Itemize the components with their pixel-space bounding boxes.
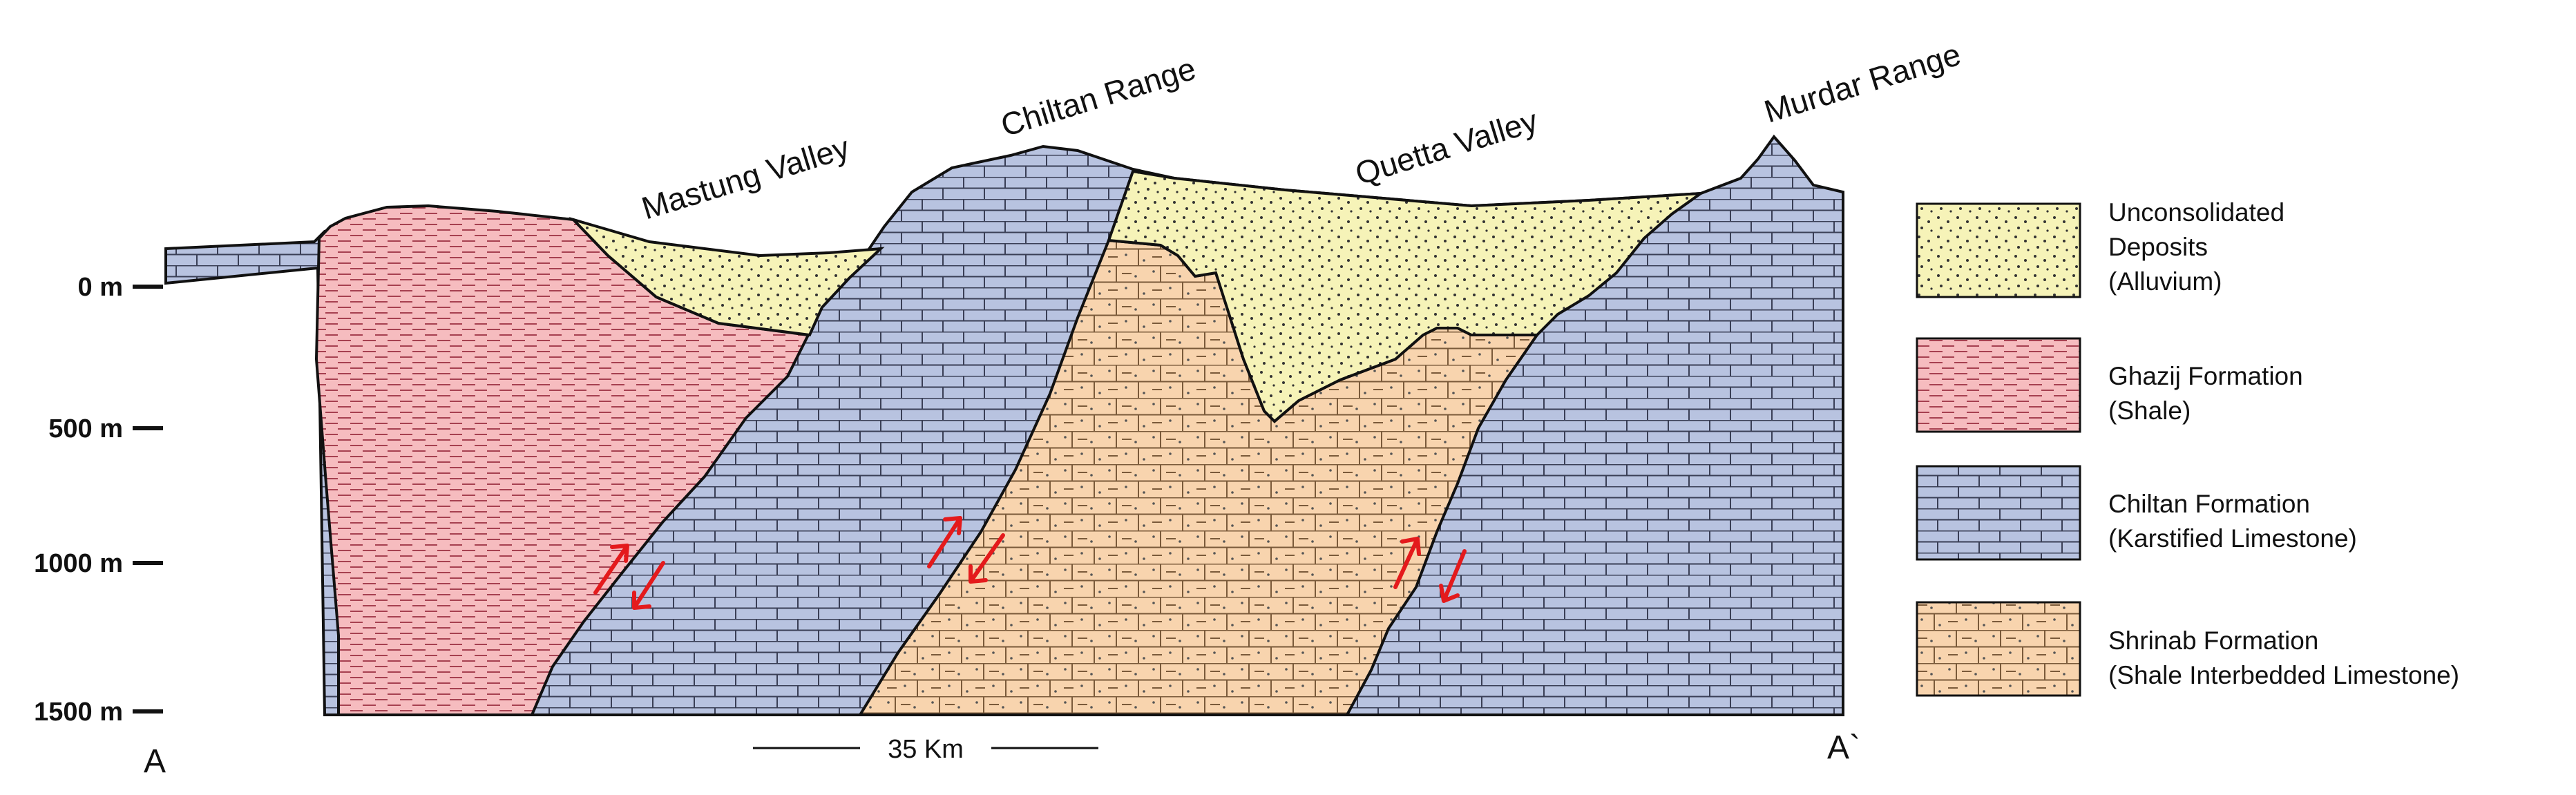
legend-text-line: (Alluvium) bbox=[2108, 267, 2222, 296]
legend-item-unconsolidated: Unconsolidated Deposits (Alluvium) bbox=[1916, 198, 2284, 298]
place-label-chiltan-range: Chiltan Range bbox=[997, 50, 1200, 144]
depth-label-500: 500 m bbox=[48, 414, 123, 443]
legend-swatch-alluvium bbox=[1916, 202, 2081, 298]
mastung-alluvium-body bbox=[569, 216, 885, 337]
fault-arrows bbox=[593, 516, 1467, 610]
depth-axis bbox=[133, 285, 163, 713]
legend-text-line: Unconsolidated bbox=[2108, 198, 2284, 227]
depth-label-0: 0 m bbox=[78, 273, 123, 302]
fault-arrow-up-icon bbox=[927, 516, 962, 568]
legend-text-line: Shrinab Formation bbox=[2108, 626, 2318, 655]
depth-label-1500: 1500 m bbox=[34, 698, 123, 727]
scale-label: 35 Km bbox=[888, 735, 964, 764]
legend-text-line: Ghazij Formation bbox=[2108, 362, 2303, 390]
legend-text-line: (Shale Interbedded Limestone) bbox=[2108, 661, 2459, 689]
place-label-murdar-range: Murdar Range bbox=[1760, 36, 1965, 130]
legend: Unconsolidated Deposits (Alluvium) Ghazi… bbox=[1916, 198, 2459, 697]
legend-item-ghazij: Ghazij Formation (Shale) bbox=[1916, 337, 2303, 433]
legend-swatch-shale bbox=[1916, 337, 2081, 433]
depth-label-1000: 1000 m bbox=[34, 549, 123, 578]
place-label-quetta-valley: Quetta Valley bbox=[1351, 102, 1542, 191]
section-start-label: A bbox=[144, 743, 166, 780]
legend-text-line: Chiltan Formation bbox=[2108, 490, 2310, 518]
fault-arrow-up-icon bbox=[1393, 537, 1421, 589]
legend-item-shrinab: Shrinab Formation (Shale Interbedded Lim… bbox=[1916, 601, 2459, 697]
legend-swatch-interbedded bbox=[1916, 601, 2081, 697]
fault-arrow-down-icon bbox=[969, 533, 1005, 584]
quetta-alluvium-body bbox=[1107, 169, 1706, 423]
fault-arrow-down-icon bbox=[632, 561, 665, 610]
legend-text-line: (Shale) bbox=[2108, 396, 2191, 425]
legend-item-chiltan: Chiltan Formation (Karstified Limestone) bbox=[1916, 465, 2357, 561]
ghazij-formation-body bbox=[314, 204, 811, 716]
place-label-mastung-valley: Mastung Valley bbox=[638, 129, 854, 227]
fault-arrow-down-icon bbox=[1439, 549, 1467, 603]
legend-text-line: (Karstified Limestone) bbox=[2108, 524, 2357, 553]
legend-text-line: Deposits bbox=[2108, 233, 2208, 261]
section-end-label: A` bbox=[1827, 729, 1860, 766]
legend-swatch-limestone bbox=[1916, 465, 2081, 561]
fault-arrow-up-icon bbox=[593, 544, 629, 595]
